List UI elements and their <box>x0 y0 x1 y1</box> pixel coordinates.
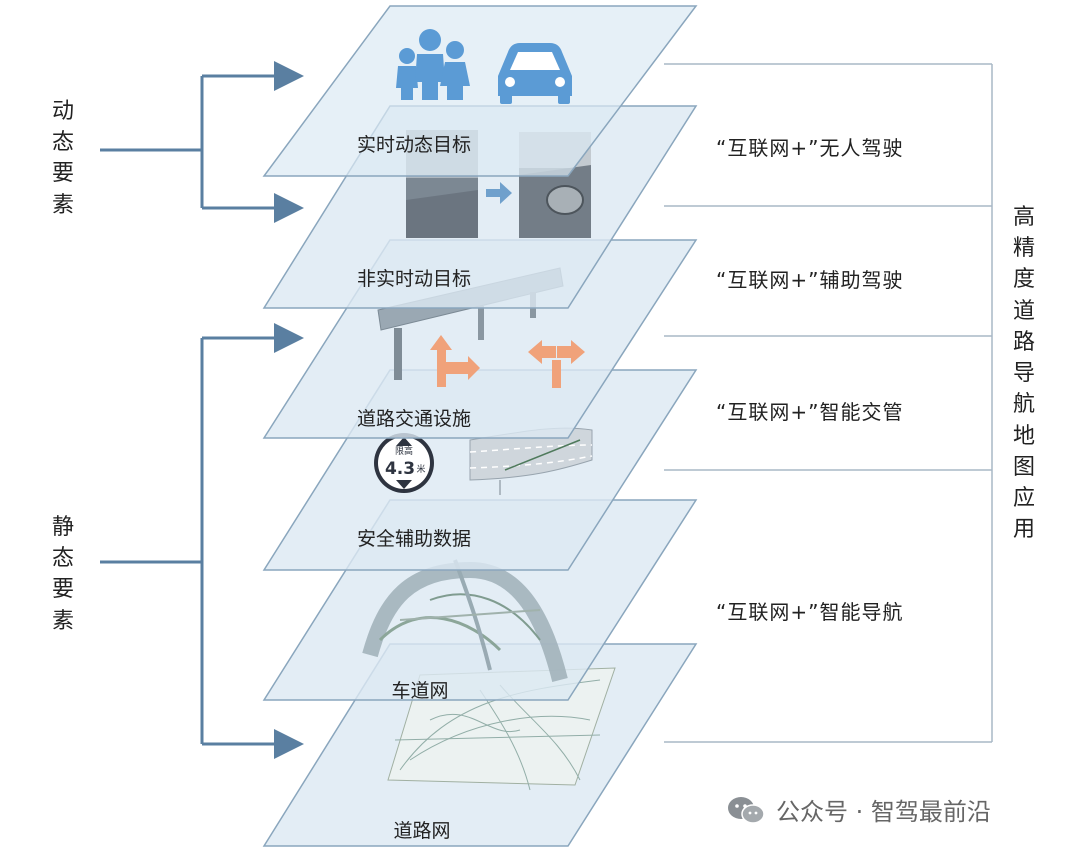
turn-arrow-left-icon <box>430 335 480 387</box>
hd-map-application-label: 高精度道路导航地图应用 <box>1011 202 1037 546</box>
vertical-char: 素 <box>51 192 74 218</box>
layer-label-nonrealtime: 非实时动目标 <box>356 268 472 290</box>
vertical-char: 图 <box>1012 454 1035 480</box>
app-label-assisted: “互联网+”辅助驾驶 <box>716 268 904 292</box>
vertical-char: 应 <box>1012 486 1035 512</box>
dynamic-elements-label: 动态要素 <box>50 96 76 221</box>
sign-top-text: 限高 <box>395 445 413 457</box>
vertical-char: 要 <box>51 577 74 603</box>
static-elements-label: 静态要素 <box>50 512 76 637</box>
pedestrians-icon <box>396 29 470 100</box>
turn-arrow-split-icon <box>528 340 585 388</box>
vertical-char: 航 <box>1012 392 1035 418</box>
height-limit-sign-icon: 限高 4.3 米 <box>374 433 434 493</box>
layer-label-realtime: 实时动态目标 <box>356 134 472 156</box>
layer-realtime-targets <box>262 5 698 177</box>
vertical-char: 用 <box>1012 517 1035 543</box>
wechat-icon <box>726 795 766 825</box>
vertical-char: 态 <box>51 546 74 572</box>
sign-value-text: 4.3 <box>385 459 415 479</box>
vertical-char: 要 <box>51 161 74 187</box>
layer-label-safety: 安全辅助数据 <box>356 528 472 550</box>
vertical-char: 道 <box>1012 298 1035 324</box>
app-label-navigation: “互联网+”智能导航 <box>716 600 904 624</box>
layer-label-road: 道路网 <box>393 820 451 842</box>
vertical-char: 动 <box>51 99 74 124</box>
car-icon <box>498 43 572 104</box>
layer-label-lane: 车道网 <box>391 680 449 702</box>
watermark-text: 公众号 · 智驾最前沿 <box>776 798 991 826</box>
vertical-char: 路 <box>1012 329 1035 355</box>
vertical-char: 态 <box>51 130 74 156</box>
right-bracket-lines <box>664 63 993 743</box>
vertical-char: 精 <box>1012 236 1035 262</box>
layer-label-facilities: 道路交通设施 <box>356 408 472 430</box>
app-label-traffic: “互联网+”智能交管 <box>716 400 904 424</box>
vertical-char: 高 <box>1012 205 1035 230</box>
left-bracket-connectors <box>100 61 304 759</box>
sign-unit-text: 米 <box>416 463 425 475</box>
transition-arrow-icon <box>486 182 512 204</box>
app-label-autonomous: “互联网+”无人驾驶 <box>716 136 904 160</box>
plane-realtime-targets <box>262 5 698 177</box>
watermark: 公众号 · 智驾最前沿 <box>726 792 991 827</box>
vertical-char: 地 <box>1012 423 1035 449</box>
vertical-char: 度 <box>1012 267 1035 293</box>
vertical-char: 导 <box>1012 361 1035 387</box>
vertical-char: 静 <box>51 515 74 540</box>
vertical-char: 素 <box>51 608 74 634</box>
